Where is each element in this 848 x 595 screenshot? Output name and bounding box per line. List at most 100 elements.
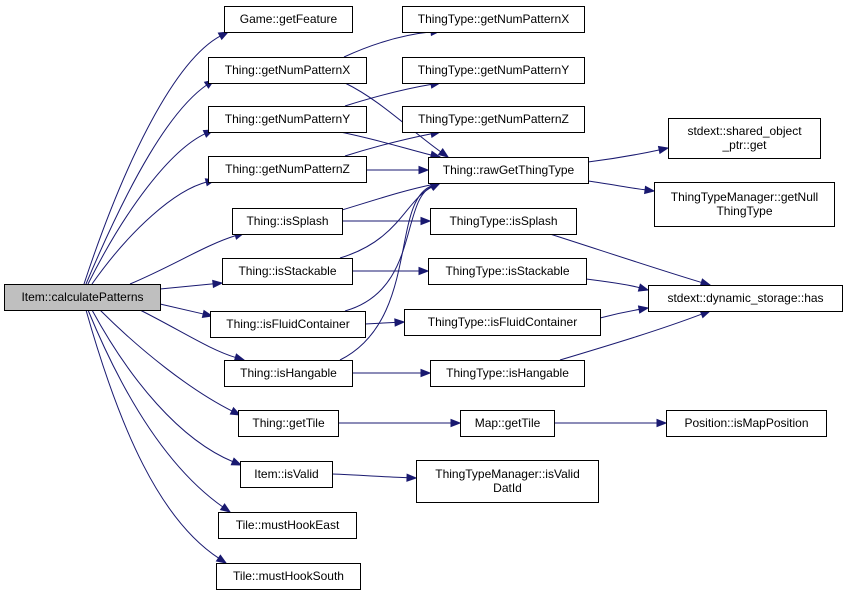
edge-line [87, 309, 224, 508]
edge-line [331, 473, 409, 479]
node-tt_ishangable[interactable]: ThingType::isHangable [430, 360, 585, 387]
node-label: Thing::isFluidContainer [226, 317, 349, 331]
node-thing_getnumpatternz[interactable]: Thing::getNumPatternZ [208, 156, 367, 183]
arrow-head-icon [644, 185, 656, 195]
node-item_isvalid[interactable]: Item::isValid [240, 461, 333, 488]
node-box [238, 410, 339, 437]
edge-line [91, 181, 208, 285]
node-stdext_dynamic_storage_has[interactable]: stdext::dynamic_storage::has [648, 285, 843, 312]
node-label: _ptr::get [721, 138, 767, 152]
arrow-head-icon [219, 503, 232, 513]
node-root[interactable]: Item::calculatePatterns [4, 284, 161, 311]
edge-map_gettile-to-position_ismapposition [554, 418, 668, 428]
node-tile_musthooksouth[interactable]: Tile::mustHookSouth [216, 563, 361, 590]
arrow-head-icon [418, 165, 430, 175]
edge-tt_isstackable-to-stdext_dynamic_storage_has [585, 278, 650, 292]
arrow-head-icon [637, 305, 650, 314]
node-game_getfeature[interactable]: Game::getFeature [224, 6, 353, 33]
node-box [430, 208, 577, 235]
edge-line [585, 278, 641, 289]
edge-thing_gettile-to-map_gettile [338, 418, 462, 428]
node-label: ThingType::getNumPatternZ [418, 112, 569, 126]
edge-line [139, 309, 237, 359]
edge-thing_rawgetthingtype-to-stdext_shared_object_ptr_get [587, 145, 670, 163]
edge-line [344, 133, 433, 157]
node-label: ThingType::isFluidContainer [428, 315, 577, 329]
node-label: Tile::mustHookEast [236, 518, 340, 532]
node-box [430, 360, 585, 387]
node-tt_issplash[interactable]: ThingType::isSplash [430, 208, 577, 235]
node-label: ThingType::isStackable [445, 264, 569, 278]
edge-line [91, 309, 234, 463]
arrow-head-icon [394, 318, 406, 327]
node-stdext_shared_object_ptr_get[interactable]: stdext::shared_object_ptr::get [668, 118, 821, 159]
node-thing_issplash[interactable]: Thing::isSplash [232, 208, 343, 235]
edge-tt_isfluidcontainer-to-stdext_dynamic_storage_has [599, 305, 650, 319]
node-tt_getnumpatternx[interactable]: ThingType::getNumPatternX [402, 6, 585, 33]
edge-line [559, 313, 703, 361]
edge-line [159, 283, 215, 290]
node-box [668, 118, 821, 159]
node-box [404, 309, 601, 336]
node-tt_getnumpatternz[interactable]: ThingType::getNumPatternZ [402, 106, 585, 133]
edge-thing_rawgetthingtype-to-ttm_getnullthingtype [587, 180, 656, 195]
root-node-box [4, 284, 161, 311]
edge-thing_isstackable-to-tt_isstackable [352, 266, 430, 276]
node-label: ThingType [716, 204, 772, 218]
node-box [240, 461, 333, 488]
node-label: Thing::isStackable [238, 264, 336, 278]
node-thing_gettile[interactable]: Thing::getTile [238, 410, 339, 437]
edge-line [83, 35, 222, 285]
edge-root-to-tile_musthooksouth [85, 309, 228, 564]
node-label: Item::isValid [254, 467, 318, 481]
node-box [416, 460, 599, 503]
edge-line [339, 131, 433, 156]
arrow-head-icon [212, 279, 224, 289]
node-thing_rawgetthingtype[interactable]: Thing::rawGetThingType [428, 157, 589, 184]
node-thing_getnumpatternx[interactable]: Thing::getNumPatternX [208, 57, 367, 84]
node-position_ismapposition[interactable]: Position::isMapPosition [666, 410, 827, 437]
arrow-head-icon [215, 554, 228, 564]
node-tile_musthookeast[interactable]: Tile::mustHookEast [218, 512, 357, 539]
node-label: ThingType::isSplash [449, 214, 557, 228]
node-label: ThingTypeManager::getNull [671, 190, 818, 204]
arrow-head-icon [418, 266, 430, 276]
node-label: Thing::getTile [252, 416, 325, 430]
node-label: Position::isMapPosition [684, 416, 808, 430]
arrow-head-icon [201, 309, 214, 319]
node-box [210, 311, 366, 338]
edge-line [344, 82, 442, 153]
edge-root-to-thing_getnumpatternz [91, 178, 217, 285]
node-box [402, 106, 585, 133]
node-box [208, 106, 367, 133]
edge-line [87, 132, 206, 285]
edge-thing_issplash-to-tt_issplash [342, 216, 432, 226]
node-thing_getnumpatterny[interactable]: Thing::getNumPatternY [208, 106, 367, 133]
edge-line [587, 180, 647, 191]
node-label: Thing::getNumPatternX [225, 63, 350, 77]
node-label: stdext::dynamic_storage::has [667, 291, 823, 305]
node-tt_isfluidcontainer[interactable]: ThingType::isFluidContainer [404, 309, 601, 336]
node-thing_isstackable[interactable]: Thing::isStackable [222, 258, 353, 285]
arrow-head-icon [230, 457, 243, 466]
edge-line [344, 83, 433, 107]
node-tt_isstackable[interactable]: ThingType::isStackable [428, 258, 587, 285]
node-box [224, 360, 353, 387]
node-map_gettile[interactable]: Map::getTile [460, 410, 555, 437]
arrow-head-icon [217, 31, 230, 41]
edge-line [549, 233, 703, 284]
node-box [654, 182, 835, 227]
arrow-head-icon [406, 473, 418, 482]
arrow-head-icon [233, 353, 246, 362]
node-thing_ishangable[interactable]: Thing::isHangable [224, 360, 353, 387]
node-thing_isfluidcontainer[interactable]: Thing::isFluidContainer [210, 311, 366, 338]
edge-line [364, 321, 397, 325]
node-box [402, 6, 585, 33]
node-tt_getnumpatterny[interactable]: ThingType::getNumPatternY [402, 57, 585, 84]
node-box [666, 410, 827, 437]
node-label: Game::getFeature [240, 12, 338, 26]
node-label: Thing::isHangable [240, 366, 337, 380]
